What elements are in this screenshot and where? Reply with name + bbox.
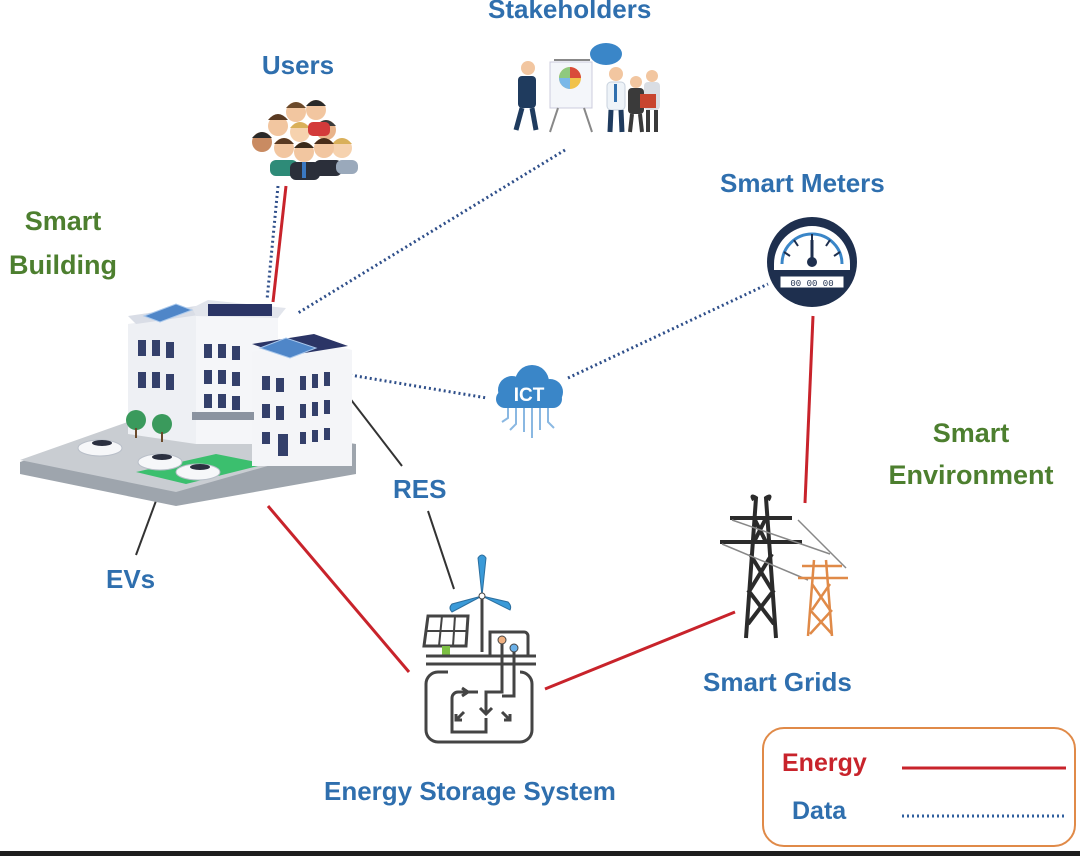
energy-storage-icon	[422, 554, 536, 744]
energy-line-users-building	[271, 185, 288, 303]
smart-building-label-line2: Building	[9, 250, 117, 280]
data-line-stakeholders-building	[297, 148, 566, 315]
data-line-users-building	[265, 185, 280, 301]
bottom-edge-bar	[0, 851, 1080, 856]
energy-line-meters-grids	[803, 315, 815, 504]
smart-environment-label-line1: Smart	[932, 418, 1010, 448]
energy-line-building-storage	[266, 505, 411, 673]
energy-storage-label: Energy Storage System	[324, 776, 616, 806]
pointer-line-res-turbine	[427, 510, 455, 590]
data-line-building-ict	[349, 373, 488, 400]
smart-grids-label: Smart Grids	[703, 667, 852, 697]
presentation-people-icon	[513, 43, 660, 133]
users-label: Users	[261, 50, 335, 80]
power-pylon-icon	[720, 494, 848, 639]
smart-environment-label-line2: Environment	[888, 460, 1054, 490]
res-label: RES	[393, 474, 447, 504]
smart-building-label-line1: Smart	[24, 206, 102, 236]
legend-data-line	[902, 814, 1066, 818]
evs-label: EVs	[106, 564, 156, 594]
energy-line-storage-grids	[544, 610, 736, 691]
smart-meters-label: Smart Meters	[720, 168, 885, 198]
stakeholders-label: Stakeholders	[488, 0, 652, 24]
data-line-ict-meters	[567, 282, 769, 380]
legend-energy-label: Energy	[782, 749, 867, 777]
cloud-circuit-icon: ICT	[496, 365, 563, 438]
legend-box: Energy Data	[762, 727, 1076, 847]
smart-meter-gauge-icon: 00 00 00	[767, 217, 857, 307]
ict-label: ICT	[514, 385, 545, 406]
building-icon	[20, 300, 356, 506]
meter-readout: 00 00 00	[790, 279, 833, 289]
legend-energy-line	[902, 766, 1066, 770]
legend-data-label: Data	[792, 797, 847, 825]
user-group-icon	[252, 100, 358, 180]
